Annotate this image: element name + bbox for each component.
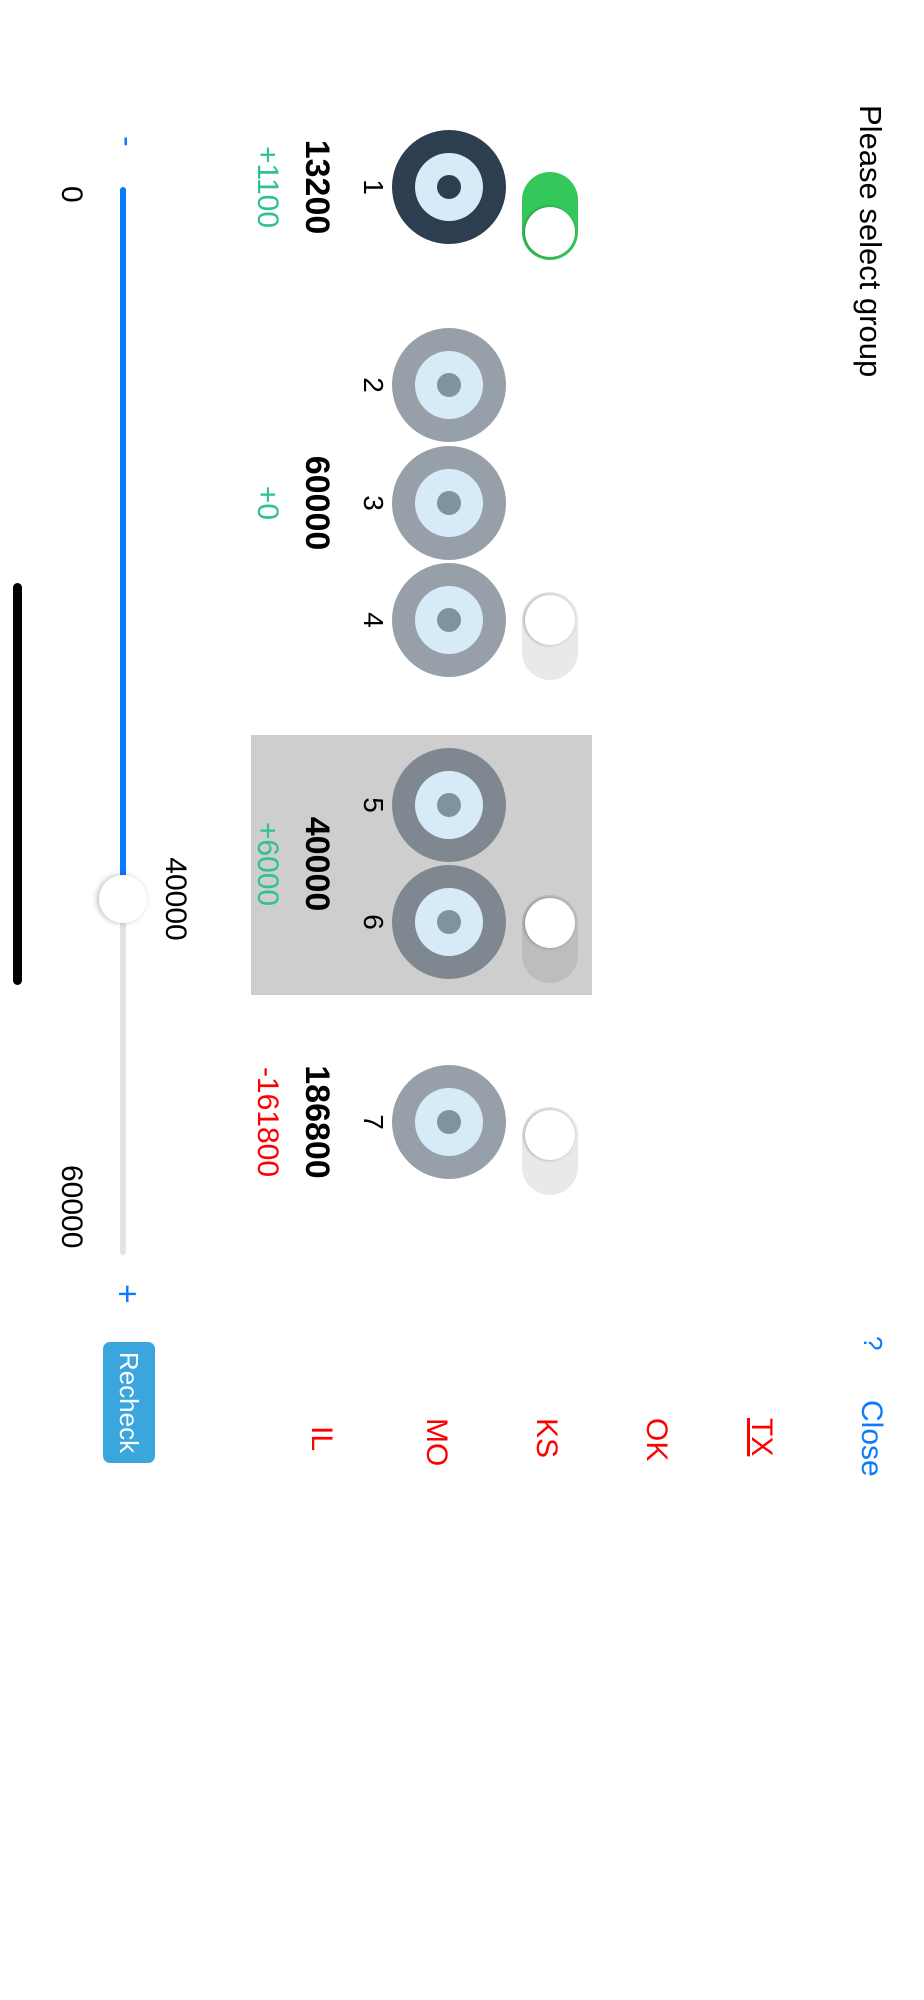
help-button[interactable]: ? [858, 1336, 888, 1351]
slider-increment-button[interactable]: + [108, 1284, 146, 1304]
total-delta: +0 [251, 485, 284, 521]
group-number: 1 [358, 179, 389, 195]
slider-value: 40000 [159, 857, 192, 941]
total-value: 186800 [298, 1065, 336, 1179]
close-button[interactable]: Close [855, 1400, 888, 1477]
total-value: 40000 [298, 816, 336, 912]
total-delta: +1100 [251, 145, 284, 229]
slider-thumb[interactable] [99, 875, 147, 923]
slider-decrement-button[interactable]: - [110, 136, 146, 147]
group-number: 5 [358, 797, 389, 813]
total-delta: +6000 [251, 821, 284, 907]
group-circle-1[interactable] [392, 130, 506, 244]
page-title: Please select group [853, 105, 888, 378]
group-circle-7[interactable] [392, 1065, 506, 1179]
group-circle-2[interactable] [392, 328, 506, 442]
total-value: 60000 [298, 455, 336, 551]
group-number: 4 [358, 612, 389, 628]
group-circle-6[interactable] [392, 865, 506, 979]
group-circle-3[interactable] [392, 446, 506, 560]
state-ok[interactable]: OK [640, 1418, 673, 1462]
total-delta: -161800 [251, 1066, 284, 1178]
slider-min-label: 0 [55, 186, 88, 203]
group-toggle-2[interactable] [522, 592, 578, 680]
group-toggle-4[interactable] [522, 1107, 578, 1195]
group-toggle-3[interactable] [522, 895, 578, 983]
total-value: 13200 [298, 139, 336, 235]
group-circle-5[interactable] [392, 748, 506, 862]
group-number: 2 [358, 377, 389, 393]
state-tx[interactable]: TX [745, 1418, 778, 1457]
state-il[interactable]: IL [305, 1426, 338, 1452]
group-number: 7 [358, 1114, 389, 1130]
recheck-button[interactable]: Recheck [103, 1342, 155, 1463]
group-number: 6 [358, 914, 389, 930]
state-ks[interactable]: KS [530, 1418, 563, 1459]
slider-max-label: 60000 [55, 1165, 88, 1249]
home-indicator [13, 583, 22, 985]
group-toggle-1[interactable] [522, 172, 578, 260]
group-number: 3 [358, 495, 389, 511]
state-mo[interactable]: MO [420, 1418, 453, 1467]
slider-fill [120, 187, 126, 899]
group-circle-4[interactable] [392, 563, 506, 677]
